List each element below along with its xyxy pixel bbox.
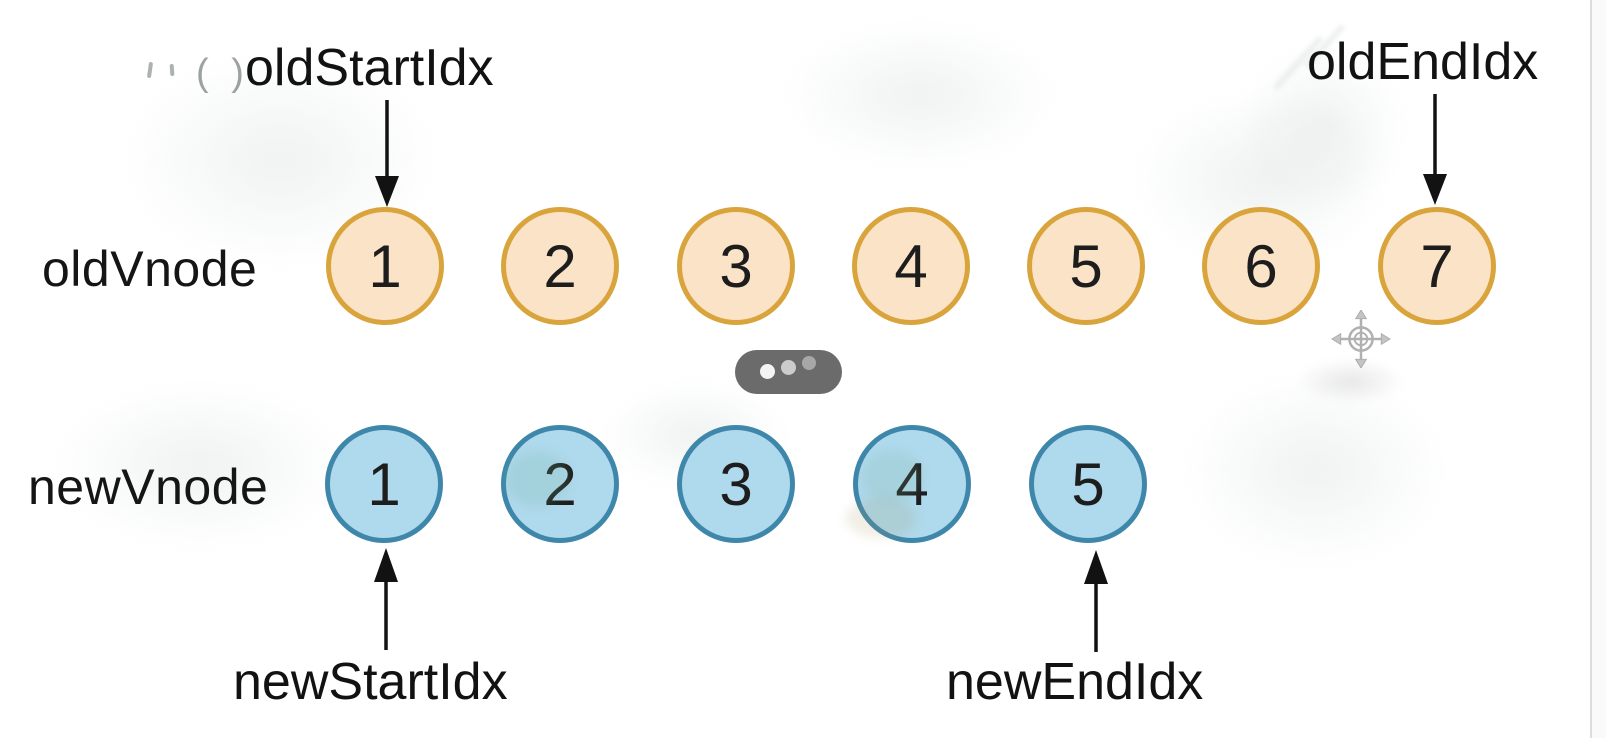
old-node-3-value: 3: [719, 232, 753, 300]
old-node-6: 6: [1202, 207, 1320, 325]
old-node-7: 7: [1378, 207, 1496, 325]
old-end-idx-label: oldEndIdx: [1307, 33, 1539, 91]
old-node-1-value: 1: [368, 232, 402, 300]
old-node-4-value: 4: [894, 232, 928, 300]
old-end-arrow: [1423, 94, 1447, 205]
new-node-3: 3: [677, 425, 795, 543]
artifact-tick: [169, 63, 175, 77]
new-end-idx-label: newEndIdx: [946, 653, 1204, 711]
new-node-4-value: 4: [895, 450, 929, 518]
old-node-2: 2: [501, 207, 619, 325]
artifact-fragment: ( ): [196, 52, 250, 94]
old-node-5-value: 5: [1069, 232, 1103, 300]
new-node-5-value: 5: [1071, 450, 1105, 518]
right-edge-strip: [1590, 0, 1606, 738]
new-vnode-row-label: newVnode: [28, 459, 269, 515]
old-node-2-value: 2: [543, 232, 577, 300]
old-node-4: 4: [852, 207, 970, 325]
old-node-6-value: 6: [1244, 232, 1278, 300]
ellipsis-dot: [760, 364, 775, 379]
old-start-arrow: [375, 100, 399, 207]
new-node-1-value: 1: [367, 450, 401, 518]
old-node-1: 1: [326, 207, 444, 325]
ellipsis-dot: [802, 356, 816, 370]
new-node-2: 2: [501, 425, 619, 543]
new-node-2-value: 2: [543, 450, 577, 518]
ellipsis-pill: [735, 350, 842, 394]
new-start-arrow: [374, 548, 398, 650]
background-smudge: [780, 20, 1060, 170]
old-vnode-row-label: oldVnode: [42, 241, 258, 297]
new-end-arrow: [1084, 550, 1108, 652]
new-node-4: 4: [853, 425, 971, 543]
old-node-7-value: 7: [1420, 232, 1454, 300]
artifact-tick: [146, 61, 154, 79]
new-node-1: 1: [325, 425, 443, 543]
background-smudge: [1180, 370, 1450, 570]
new-node-3-value: 3: [719, 450, 753, 518]
old-node-3: 3: [677, 207, 795, 325]
old-node-5: 5: [1027, 207, 1145, 325]
new-start-idx-label: newStartIdx: [233, 653, 508, 711]
old-start-idx-label: oldStartIdx: [245, 39, 494, 97]
ellipsis-dot: [781, 360, 796, 375]
cursor-shadow: [1296, 358, 1406, 404]
move-cursor-icon: [1331, 310, 1391, 368]
new-node-5: 5: [1029, 425, 1147, 543]
